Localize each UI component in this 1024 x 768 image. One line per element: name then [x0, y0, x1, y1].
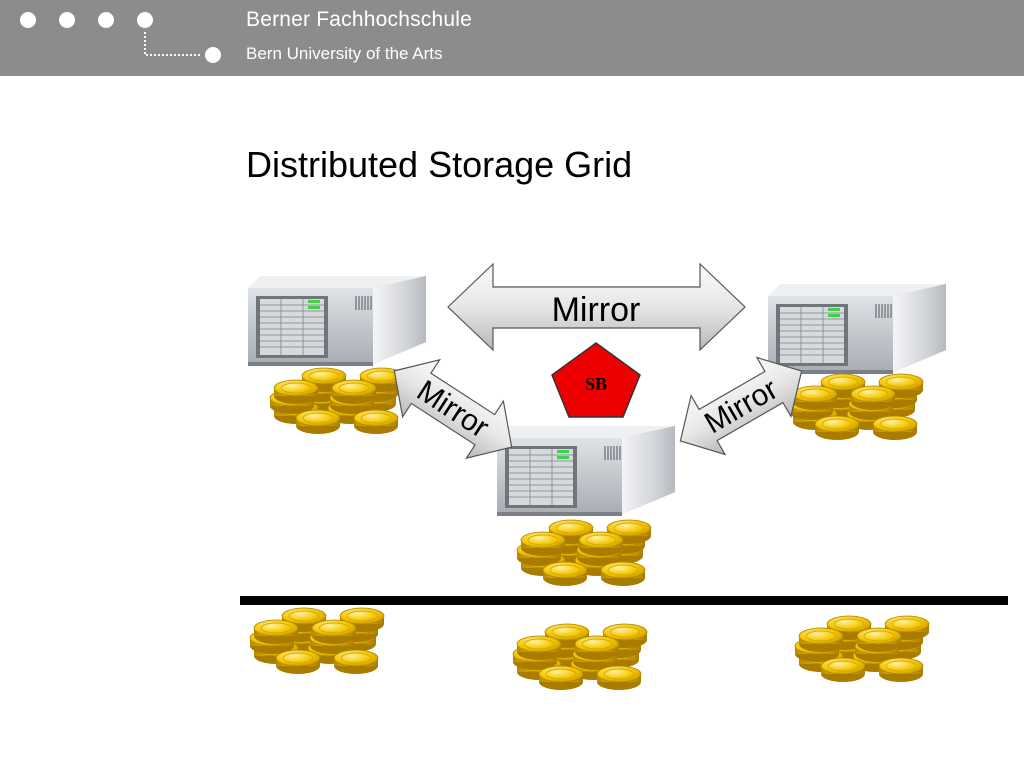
mirror-label-right: Mirror [699, 373, 783, 441]
mirror-label-top: Mirror [552, 291, 641, 329]
institution-name: Berner Fachhochschule [246, 8, 472, 31]
coins-icon [270, 368, 404, 434]
sb-badge: SB [551, 342, 641, 418]
grid-divider-bar [240, 596, 1008, 605]
institution-subtitle: Bern University of the Arts [246, 44, 443, 63]
coins-icon [250, 608, 384, 674]
mirror-arrow-top: Mirror [447, 262, 746, 352]
coins-icon [795, 616, 929, 682]
coins-icon [513, 624, 647, 690]
coins-icon [517, 520, 651, 586]
sb-badge-label: SB [585, 374, 607, 394]
slide-title: Distributed Storage Grid [246, 144, 633, 185]
server-icon [496, 425, 676, 517]
server-icon [767, 283, 947, 375]
mirror-label-left: Mirror [411, 374, 495, 444]
logo-dots-icon [20, 12, 221, 63]
server-icon [247, 275, 427, 367]
header-bar: Berner Fachhochschule Bern University of… [0, 0, 1024, 76]
coins-icon [789, 374, 923, 440]
